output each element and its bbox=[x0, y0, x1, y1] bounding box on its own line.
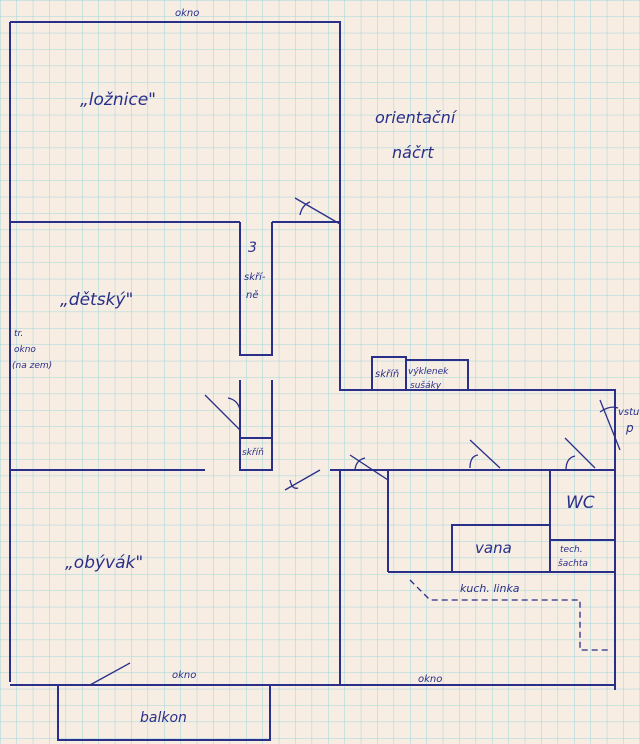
living-room-label: „obývák" bbox=[65, 553, 143, 573]
window-top-label: okno bbox=[175, 8, 199, 19]
balcony-label: balkon bbox=[140, 710, 187, 726]
shaft-line1: tech. bbox=[560, 545, 583, 555]
door-window-line1: tr. bbox=[14, 329, 23, 339]
wardrobe-count: 3 bbox=[248, 240, 257, 256]
door-window-line2: okno bbox=[14, 345, 36, 355]
walls bbox=[9, 21, 616, 741]
wardrobe-small-label: skříň bbox=[242, 448, 264, 458]
wardrobes-line1: skří- bbox=[244, 271, 266, 283]
entrance-line2: p bbox=[625, 421, 634, 435]
title-line1: orientační bbox=[375, 108, 458, 127]
niche-line2: sušáky bbox=[410, 380, 442, 391]
window-living-label: okno bbox=[172, 670, 196, 681]
niche-line1: výklenek bbox=[408, 367, 449, 377]
entrance-line1: vstu bbox=[618, 407, 639, 418]
window-kitchen-label: okno bbox=[418, 674, 442, 685]
title-line2: náčrt bbox=[392, 143, 434, 162]
door-window-line3: (na zem) bbox=[12, 361, 52, 371]
windows-doors bbox=[9, 197, 621, 686]
bedroom-label: „ložnice" bbox=[80, 90, 156, 110]
wardrobes-line2: ně bbox=[246, 289, 259, 301]
bathtub-label: vana bbox=[475, 539, 512, 557]
kitchen-counter-label: kuch. linka bbox=[460, 582, 520, 595]
wc-label: WC bbox=[566, 493, 595, 513]
kids-room-label: „dětský" bbox=[60, 290, 133, 310]
shaft-line2: šachta bbox=[558, 558, 588, 569]
wardrobe-hall-label: skříň bbox=[375, 368, 399, 380]
